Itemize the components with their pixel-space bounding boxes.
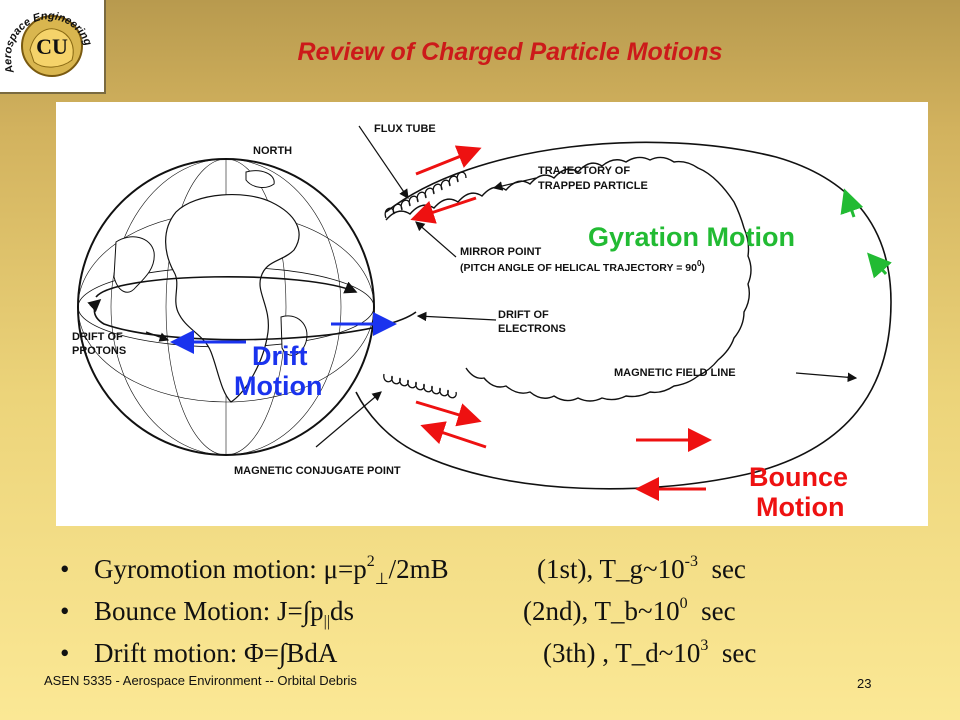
label-pitch-angle: (PITCH ANGLE OF HELICAL TRAJECTORY = 900… [460,259,705,274]
logo-graphic: CU Aerospace Engineering [2,10,94,77]
bounce-arrow-4 [420,421,487,449]
bullet-marker: • [60,596,70,626]
bullet-bounce: • Bounce Motion: J=∫p||ds (2nd), T_b~100… [60,590,940,632]
drift-timescale: (3th) , T_d~103 sec [543,637,757,669]
callout-drift-line1: Drift [252,341,308,371]
label-trajectory-line2: TRAPPED PARTICLE [538,180,648,192]
drift-ring-back [95,275,358,298]
label-magnetic-field-line: MAGNETIC FIELD LINE [614,367,736,379]
label-mirror-point: MIRROR POINT [460,246,542,258]
bullet-drift: • Drift motion: Φ=∫BdA (3th) , T_d~103 s… [60,632,940,674]
cu-aerospace-logo: CU Aerospace Engineering [0,0,106,94]
bounce-timescale: (2nd), T_b~100 sec [523,595,736,627]
page-number: 23 [857,676,872,691]
bounce-arrow-2 [410,196,477,224]
bullet-gyromotion: • Gyromotion motion: μ=p2⊥/2mB (1st), T_… [60,548,940,590]
gyration-arrow-2 [867,252,892,279]
bullet-marker: • [60,638,70,668]
bounce-arrow-1 [415,145,482,176]
callout-bounce-line2: Motion [756,492,844,522]
label-drift-protons-line1: DRIFT OF [72,331,123,343]
diagram-svg: NORTH FLUX TUBE TRAJECTORY OF TRAPPED PA… [72,123,892,522]
logo-monogram: CU [36,34,68,59]
label-drift-electrons-line1: DRIFT OF [498,309,549,321]
slide-title: Review of Charged Particle Motions [297,38,723,66]
label-conjugate-point: MAGNETIC CONJUGATE POINT [234,465,401,477]
gyromotion-timescale: (1st), T_g~10-3 sec [537,553,746,585]
label-drift-protons-line2: PROTONS [72,345,126,357]
callout-gyration-motion: Gyration Motion [588,222,795,252]
bullet-marker: • [60,554,70,584]
callout-drift-line2: Motion [234,371,322,401]
bounce-formula: Bounce Motion: J=∫p||ds [94,596,355,630]
helical-coil-upper [384,171,467,219]
callout-bounce-line1: Bounce [749,462,848,492]
slide-footer: ASEN 5335 - Aerospace Environment -- Orb… [44,673,357,688]
earth-globe [77,158,375,456]
drift-formula: Drift motion: Φ=∫BdA [94,638,338,668]
helical-coil-lower [383,373,457,399]
gyration-arrow-1 [840,188,864,218]
particle-motion-diagram: NORTH FLUX TUBE TRAJECTORY OF TRAPPED PA… [56,102,928,526]
motion-summary-list: • Gyromotion motion: μ=p2⊥/2mB (1st), T_… [60,548,940,674]
gyromotion-formula: Gyromotion motion: μ=p2⊥/2mB [94,553,449,588]
label-drift-electrons-line2: ELECTRONS [498,323,566,335]
label-flux-tube: FLUX TUBE [374,123,436,135]
bounce-arrow-3 [415,400,482,427]
label-trajectory-line1: TRAJECTORY OF [538,165,630,177]
trapped-particle-trajectory [385,156,752,402]
label-north: NORTH [253,145,292,157]
magnetic-field-line-loop [355,141,892,490]
